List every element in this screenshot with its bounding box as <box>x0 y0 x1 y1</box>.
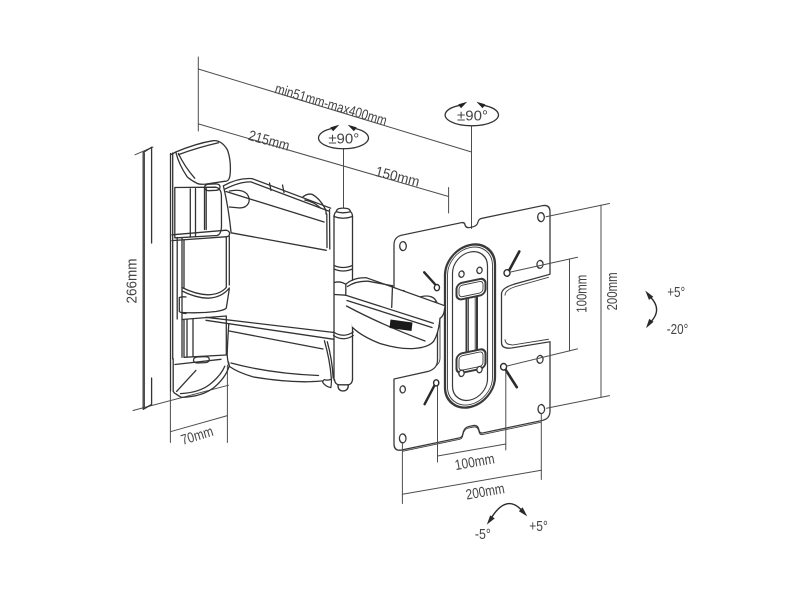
svg-text:+5°: +5° <box>529 519 548 535</box>
svg-text:100mm: 100mm <box>454 451 496 474</box>
svg-text:+5°: +5° <box>667 285 685 301</box>
svg-text:200mm: 200mm <box>605 272 621 310</box>
svg-text:±90°: ±90° <box>457 108 488 125</box>
svg-text:±90°: ±90° <box>328 131 359 148</box>
svg-text:200mm: 200mm <box>465 481 506 504</box>
svg-text:100mm: 100mm <box>574 275 590 313</box>
svg-text:-5°: -5° <box>475 527 491 543</box>
svg-text:-20°: -20° <box>667 322 689 338</box>
svg-text:266mm: 266mm <box>125 259 141 304</box>
